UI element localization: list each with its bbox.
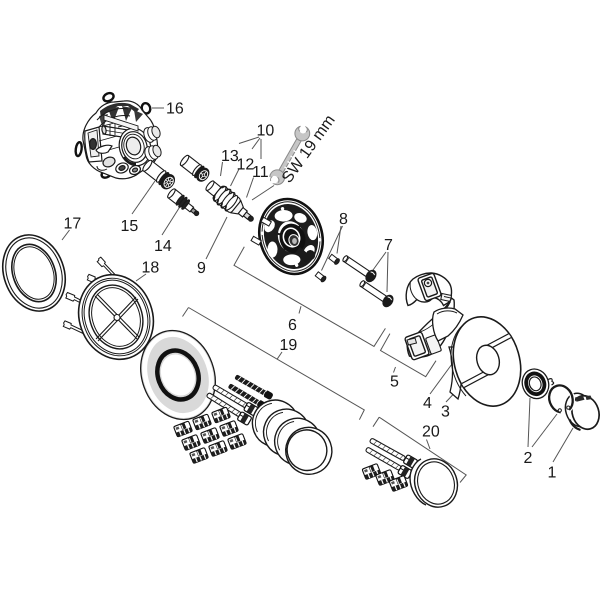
svg-text:5: 5	[390, 374, 399, 391]
svg-text:17: 17	[64, 215, 82, 232]
svg-text:3: 3	[441, 404, 450, 421]
svg-text:10: 10	[257, 123, 275, 140]
svg-text:19: 19	[280, 337, 298, 354]
svg-text:14: 14	[154, 238, 172, 255]
svg-text:1: 1	[548, 465, 557, 482]
svg-text:7: 7	[384, 237, 393, 254]
svg-text:12: 12	[237, 157, 255, 174]
svg-text:8: 8	[339, 211, 348, 228]
svg-text:2: 2	[524, 450, 533, 467]
svg-text:11: 11	[252, 164, 269, 181]
svg-text:18: 18	[142, 259, 160, 276]
svg-text:15: 15	[121, 218, 139, 235]
svg-text:4: 4	[423, 395, 432, 412]
svg-text:16: 16	[166, 101, 184, 118]
svg-text:9: 9	[197, 260, 206, 277]
svg-text:20: 20	[422, 424, 440, 441]
svg-text:13: 13	[221, 148, 239, 165]
svg-text:6: 6	[288, 317, 297, 334]
